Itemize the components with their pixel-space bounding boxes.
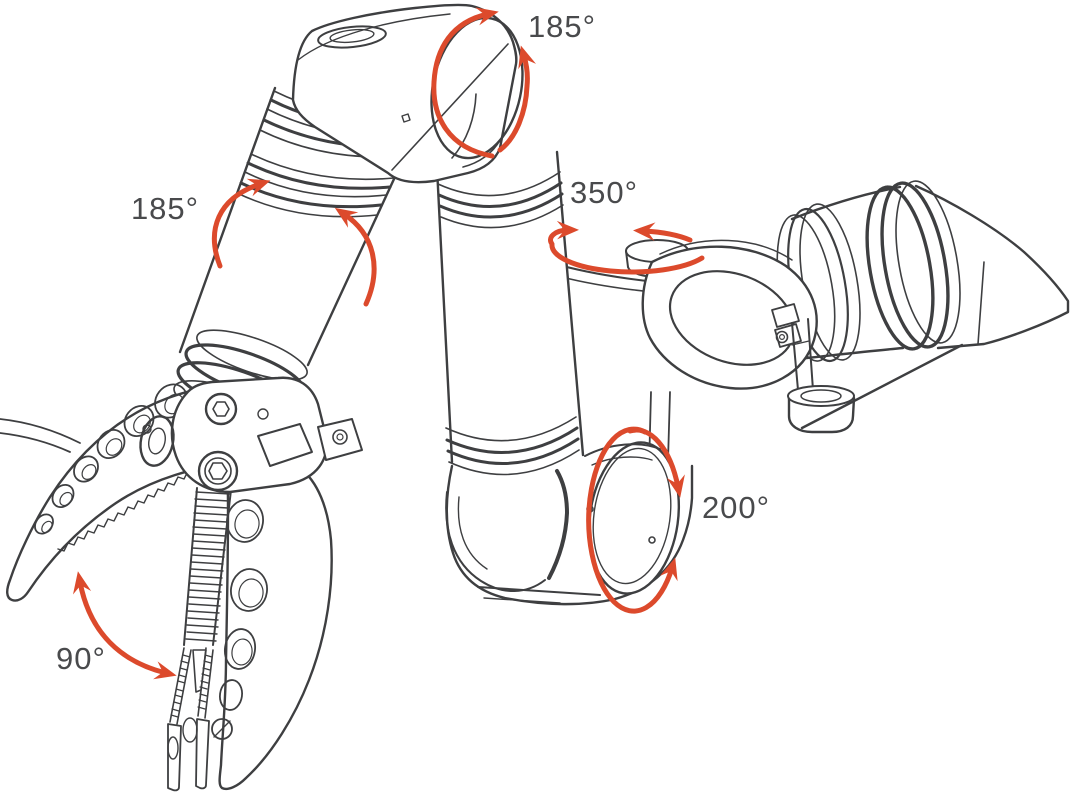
lower-jaw	[218, 463, 333, 791]
mounting-foot	[787, 392, 856, 434]
gripper	[0, 376, 363, 792]
shoulder-housing	[641, 239, 856, 434]
gripper-hub	[139, 376, 363, 494]
rotation-arrow-base	[548, 220, 705, 275]
rotation-arrow-tool	[431, 7, 537, 159]
angle-label-upper-arm-rotation: 185°	[130, 191, 200, 226]
base-wedge	[914, 184, 1070, 350]
angle-label-base-rotation: 350°	[569, 175, 639, 210]
angle-label-tool-rotation: 185°	[527, 9, 597, 44]
rotation-arrow-upper-arm	[211, 178, 377, 307]
rack-strip	[167, 487, 232, 792]
tool-joint	[291, 3, 564, 229]
angle-label-gripper-rotation: 90°	[56, 641, 106, 676]
angle-label-elbow-rotation: 200°	[701, 490, 771, 525]
elbow-joint	[445, 391, 694, 606]
rotation-arrow-gripper	[73, 571, 177, 680]
base-mount	[776, 180, 1070, 430]
forearm	[435, 150, 585, 476]
jaw-serration	[57, 470, 189, 552]
rotation-arrow-elbow	[586, 426, 685, 614]
